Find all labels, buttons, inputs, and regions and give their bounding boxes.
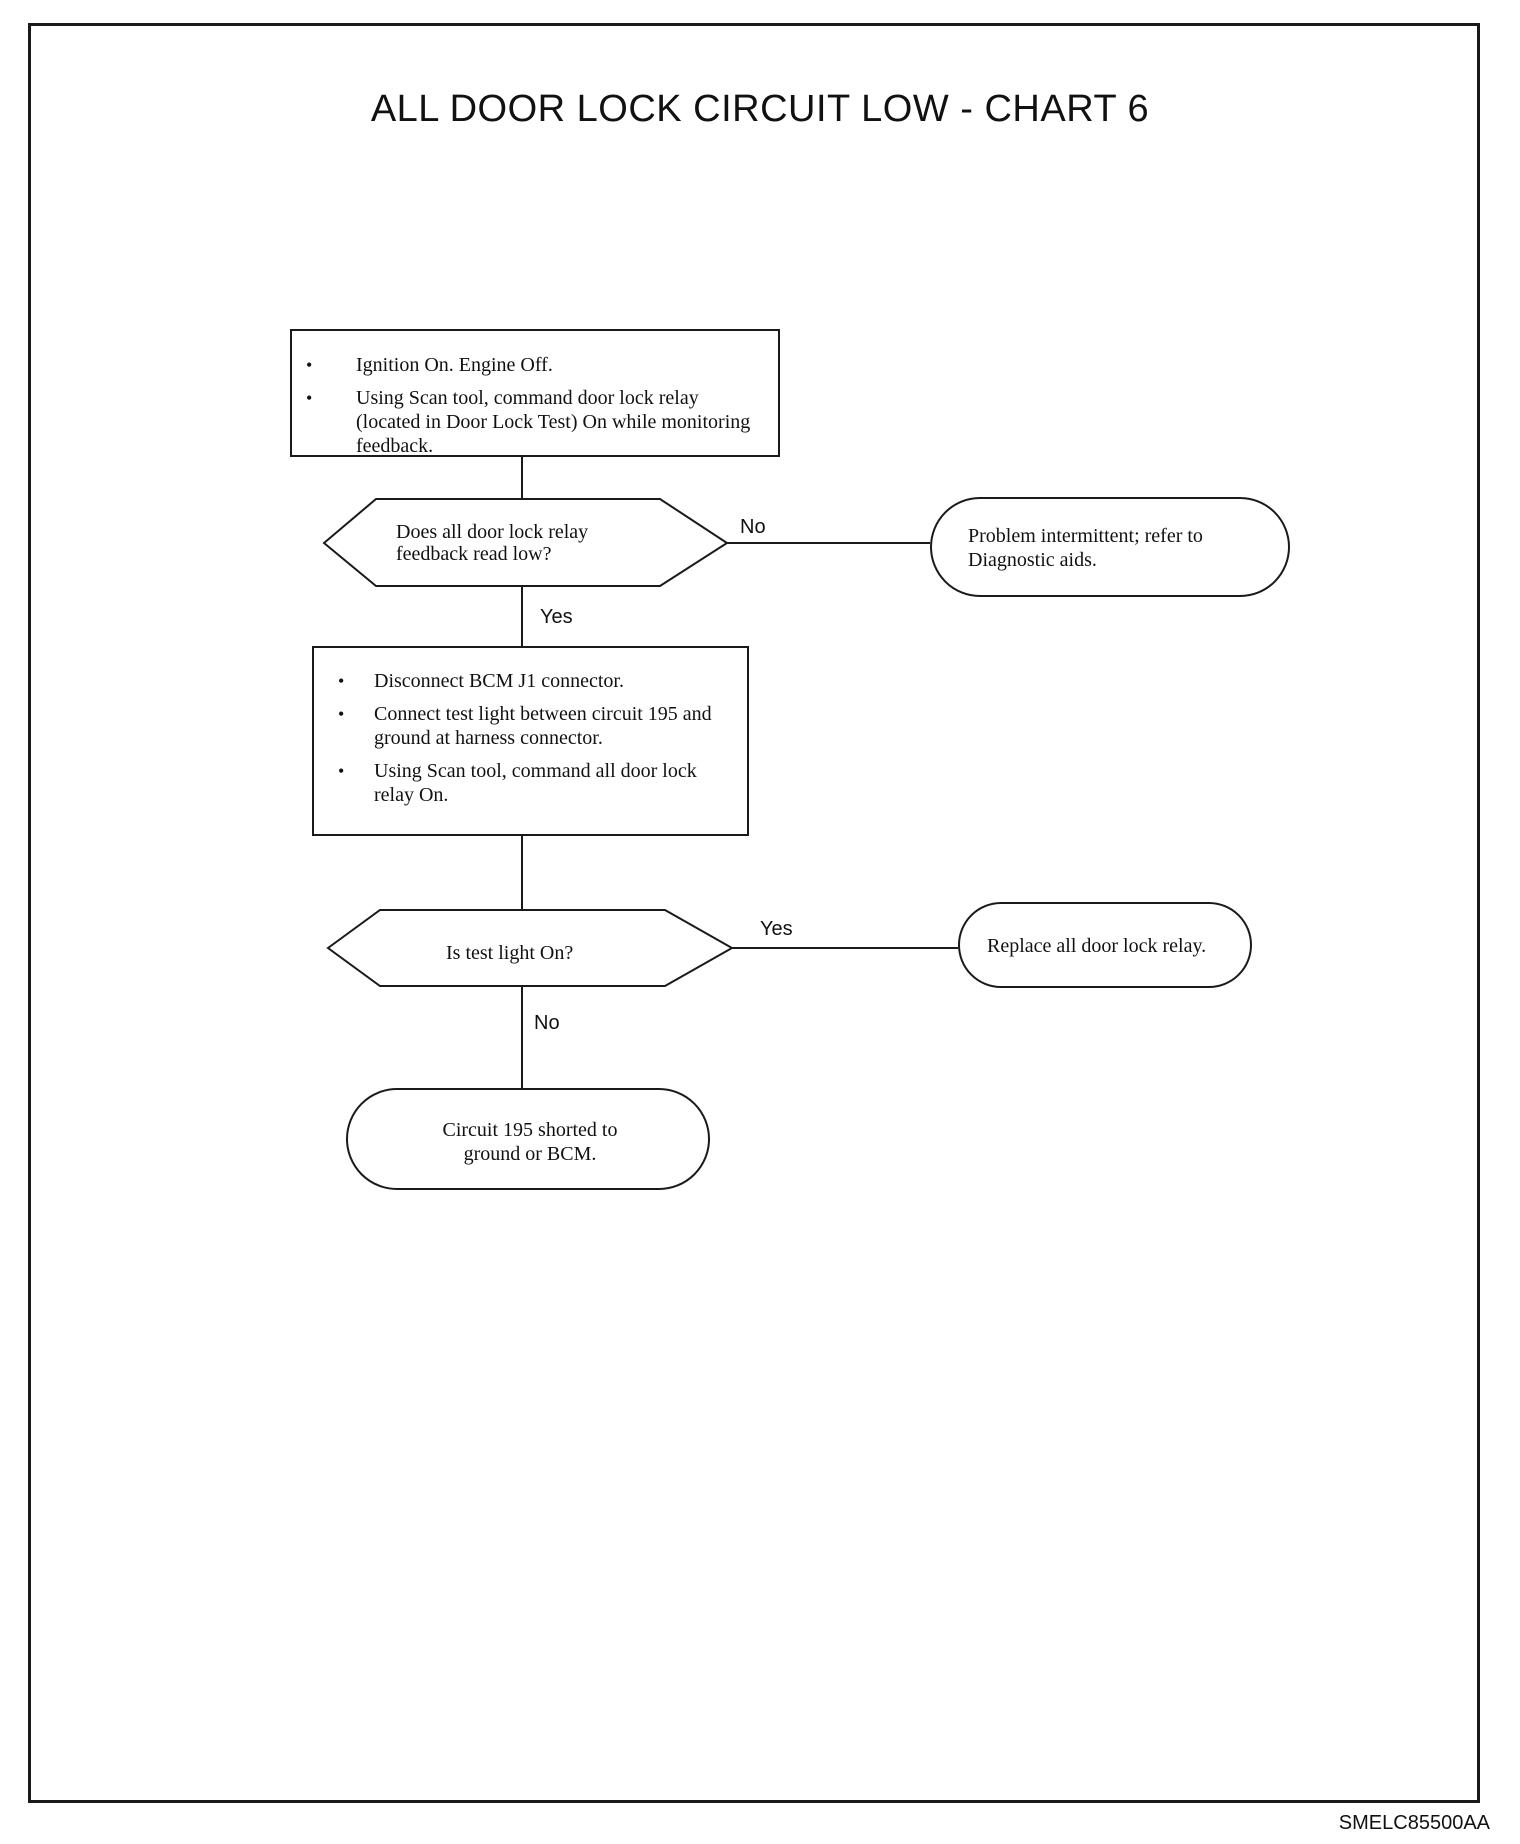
step2-item: Using Scan tool, command all door lock r… (338, 759, 704, 807)
decision2-no-label: No (534, 1012, 560, 1034)
step2-box: Disconnect BCM J1 connector. Connect tes… (312, 646, 749, 836)
decision2-yes-label: Yes (760, 918, 793, 940)
result-replace: Replace all door lock relay. (958, 902, 1252, 988)
result-intermittent-text: Problem intermittent; refer to Diagnosti… (968, 525, 1203, 571)
result-intermittent: Problem intermittent; refer to Diagnosti… (930, 497, 1290, 597)
page-frame (28, 23, 1480, 1803)
decision1-yes-label: Yes (540, 606, 573, 628)
figure-code: SMELC85500AA (1338, 1812, 1490, 1834)
result-replace-text: Replace all door lock relay. (987, 935, 1207, 957)
step1-box: Ignition On. Engine Off. Using Scan tool… (290, 329, 780, 457)
step2-item: Connect test light between circuit 195 a… (338, 702, 724, 750)
chart-title: ALL DOOR LOCK CIRCUIT LOW - CHART 6 (370, 88, 1150, 130)
decision2-text: Is test light On? (446, 942, 574, 964)
step1-item: Using Scan tool, command door lock relay… (306, 386, 756, 458)
result-shorted: Circuit 195 shorted to ground or BCM. (346, 1088, 710, 1190)
decision1-text: Does all door lock relay feedback read l… (396, 521, 589, 565)
step1-item: Ignition On. Engine Off. (306, 353, 768, 377)
result-shorted-text: Circuit 195 shorted to ground or BCM. (442, 1119, 618, 1165)
step2-item: Disconnect BCM J1 connector. (338, 669, 737, 693)
decision1-no-label: No (740, 516, 766, 538)
